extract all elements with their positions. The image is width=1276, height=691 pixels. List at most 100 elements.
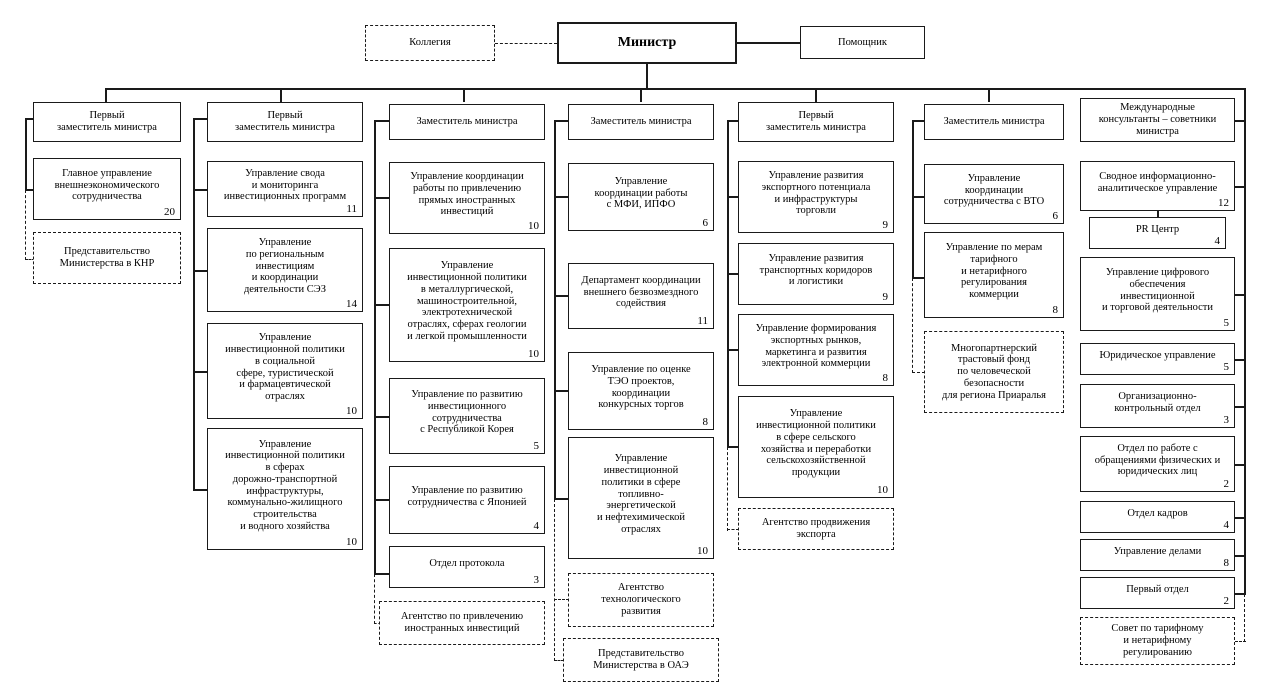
- col2-stub-2: [193, 371, 208, 373]
- col4-unit-3[interactable]: Управление инвестиционной политики в сфе…: [568, 437, 714, 559]
- box-label: Сводное информационно- аналитическое упр…: [1097, 170, 1218, 194]
- col4-unit-2[interactable]: Управление по оценке ТЭО проектов, коорд…: [568, 352, 714, 430]
- box-label: Министр: [617, 35, 677, 51]
- box-label: Управление по оценке ТЭО проектов, коорд…: [591, 364, 691, 411]
- box-label: Управление по региональным инвестициям и…: [243, 237, 327, 296]
- col5-unit-0[interactable]: Управление развития экспортного потенциа…: [738, 161, 894, 233]
- col5-unit-4[interactable]: Агентство продвижения экспорта: [738, 508, 894, 550]
- col7-unit-1[interactable]: PR Центр 4: [1089, 217, 1226, 249]
- box-count: 8: [882, 372, 889, 384]
- box-label: Управление по развитию сотрудничества с …: [407, 484, 527, 508]
- col3-unit-4[interactable]: Отдел протокола 3: [389, 546, 545, 588]
- col2-unit-1[interactable]: Управление по региональным инвестициям и…: [207, 228, 363, 312]
- box-count: 9: [882, 219, 889, 231]
- box-kollegia[interactable]: Коллегия: [365, 25, 495, 61]
- col3-stub-2: [374, 416, 390, 418]
- col4-spine-dashed: [554, 499, 555, 661]
- box-minister[interactable]: Министр: [557, 22, 737, 64]
- col7-stub-5: [1235, 464, 1246, 466]
- col3-unit-3[interactable]: Управление по развитию сотрудничества с …: [389, 466, 545, 534]
- box-label: Первый отдел: [1126, 583, 1189, 595]
- col6-unit-0[interactable]: Управление координации сотрудничества с …: [924, 164, 1064, 224]
- col2-head[interactable]: Первый заместитель министра: [207, 102, 363, 142]
- col7-unit-8[interactable]: Первый отдел 2: [1080, 577, 1235, 609]
- col1-stub-1: [25, 259, 35, 260]
- col4-unit-0[interactable]: Управление координации работы с МФИ, ИПФ…: [568, 163, 714, 231]
- col3-stub-3: [374, 499, 390, 501]
- col2-unit-0[interactable]: Управление свода и мониторинга инвестици…: [207, 161, 363, 217]
- col4-head[interactable]: Заместитель министра: [568, 104, 714, 140]
- col7-head[interactable]: Международные консультанты – советники м…: [1080, 98, 1235, 142]
- col1-head[interactable]: Первый заместитель министра: [33, 102, 181, 142]
- box-label: Первый заместитель министра: [57, 110, 157, 133]
- col1-stub-0: [25, 189, 34, 191]
- col5-unit-1[interactable]: Управление развития транспортных коридор…: [738, 243, 894, 305]
- box-label: Совет по тарифному и нетарифному регулир…: [1111, 623, 1204, 658]
- box-pomoshchnik[interactable]: Помощник: [800, 26, 925, 59]
- connector-bus-drop-col6: [988, 88, 990, 102]
- col3-unit-0[interactable]: Управление координации работы по привлеч…: [389, 162, 545, 234]
- col2-unit-3[interactable]: Управление инвестиционной политики в сфе…: [207, 428, 363, 550]
- col4-unit-1[interactable]: Департамент координации внешнего безвозм…: [568, 263, 714, 329]
- col5-unit-2[interactable]: Управление формирования экспортных рынко…: [738, 314, 894, 386]
- box-label: Управление координации сотрудничества с …: [943, 172, 1045, 208]
- box-count: 10: [877, 484, 888, 496]
- connector-bus-drop-col1: [105, 88, 107, 102]
- col6-stub-2: [912, 372, 925, 373]
- col7-unit-5[interactable]: Отдел по работе с обращениями физических…: [1080, 436, 1235, 492]
- col1-unit-1[interactable]: Представительство Министерства в КНР: [33, 232, 181, 284]
- box-label: Заместитель министра: [416, 116, 518, 128]
- col6-unit-2[interactable]: Многопартнерский трастовый фонд по челов…: [924, 331, 1064, 413]
- box-label: Представительство Министерства в КНР: [59, 246, 155, 269]
- col3-head[interactable]: Заместитель министра: [389, 104, 545, 140]
- box-label: Отдел кадров: [1127, 507, 1188, 519]
- col7-unit-6[interactable]: Отдел кадров 4: [1080, 501, 1235, 533]
- box-count: 5: [1223, 361, 1230, 373]
- col6-spine: [912, 120, 914, 278]
- col6-unit-1[interactable]: Управление по мерам тарифного и нетарифн…: [924, 232, 1064, 318]
- col3-unit-2[interactable]: Управление по развитию инвестиционного с…: [389, 378, 545, 454]
- col7-spine-dashed: [1244, 594, 1245, 642]
- box-label: Управление инвестиционной политики в соц…: [225, 332, 345, 402]
- connector-minister-pomoshchnik: [737, 42, 800, 44]
- box-label: Управление цифрового обеспечения инвести…: [1102, 267, 1213, 314]
- col5-stub-0: [727, 196, 739, 198]
- col2-stub-head: [193, 118, 208, 120]
- col2-stub-0: [193, 189, 208, 191]
- col3-unit-5[interactable]: Агентство по привлечению иностранных инв…: [379, 601, 545, 645]
- col2-unit-2[interactable]: Управление инвестиционной политики в соц…: [207, 323, 363, 419]
- col7-unit-9[interactable]: Совет по тарифному и нетарифному регулир…: [1080, 617, 1235, 665]
- box-label: Многопартнерский трастовый фонд по челов…: [941, 342, 1046, 401]
- col5-unit-3[interactable]: Управление инвестиционной политики в сфе…: [738, 396, 894, 498]
- box-count: 10: [528, 348, 539, 360]
- col7-unit-3[interactable]: Юридическое управление 5: [1080, 343, 1235, 375]
- box-label: Международные консультанты – советники м…: [1098, 102, 1217, 137]
- box-label: Агентство по привлечению иностранных инв…: [400, 611, 524, 634]
- col3-unit-1[interactable]: Управление инвестиционной политики в мет…: [389, 248, 545, 362]
- col7-unit-4[interactable]: Организационно- контрольный отдел 3: [1080, 384, 1235, 428]
- box-count: 10: [697, 545, 708, 557]
- col4-unit-4[interactable]: Агентство технологического развития: [568, 573, 714, 627]
- col7-unit-2[interactable]: Управление цифрового обеспечения инвести…: [1080, 257, 1235, 331]
- col7-unit-7[interactable]: Управление делами 8: [1080, 539, 1235, 571]
- box-label: Юридическое управление: [1099, 349, 1216, 361]
- col7-stub-4: [1235, 406, 1246, 408]
- col5-head[interactable]: Первый заместитель министра: [738, 102, 894, 142]
- box-count: 10: [346, 536, 357, 548]
- col4-unit-5[interactable]: Представительство Министерства в ОАЭ: [563, 638, 719, 682]
- col6-head[interactable]: Заместитель министра: [924, 104, 1064, 140]
- box-label: Агентство технологического развития: [601, 582, 681, 617]
- col4-stub-0: [554, 196, 569, 198]
- col1-unit-0[interactable]: Главное управление внешнеэкономического …: [33, 158, 181, 220]
- box-count: 3: [1223, 414, 1230, 426]
- box-label: Управление свода и мониторинга инвестици…: [223, 167, 347, 203]
- col7-stub-6: [1235, 517, 1246, 519]
- col4-stub-5: [554, 660, 564, 661]
- col7-unit-0[interactable]: Сводное информационно- аналитическое упр…: [1080, 161, 1235, 211]
- col1-stub-head: [25, 118, 34, 120]
- col7-stub-head: [1235, 120, 1246, 122]
- box-count: 8: [1223, 557, 1230, 569]
- connector-kollegia-minister: [495, 43, 557, 44]
- col5-spine: [727, 120, 729, 448]
- box-label: Помощник: [838, 36, 887, 48]
